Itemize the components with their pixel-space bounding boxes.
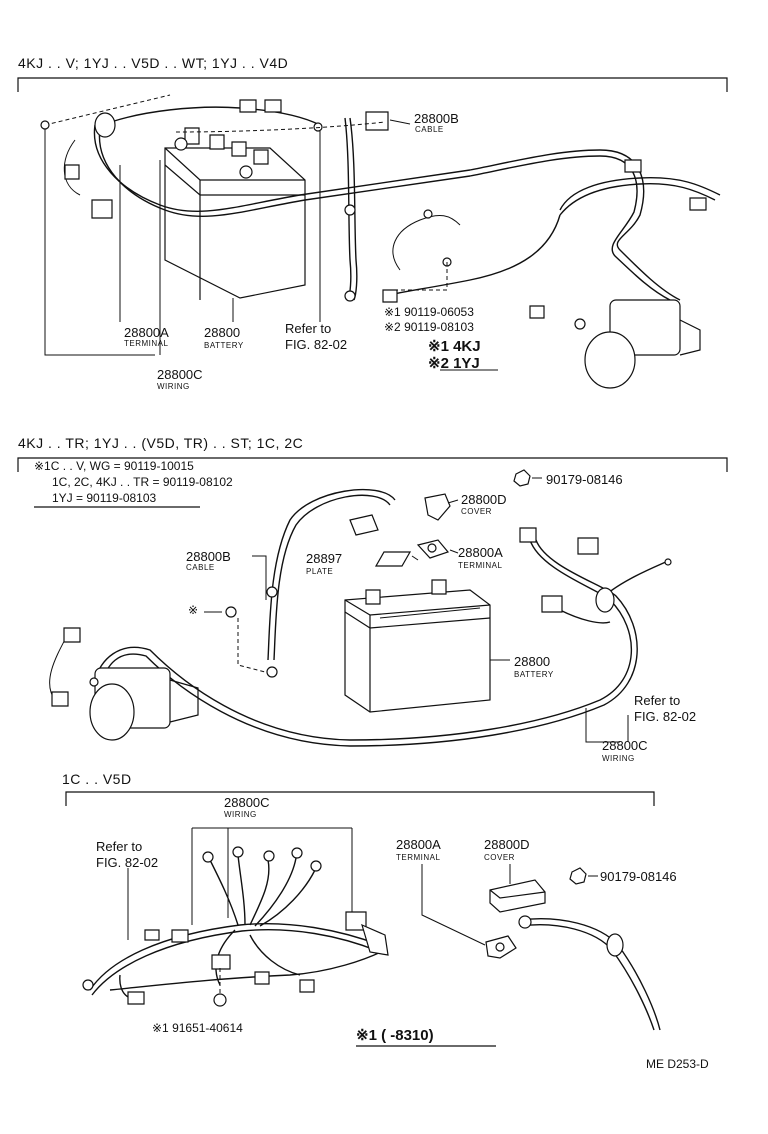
s2-wiring-label: WIRING: [602, 754, 635, 763]
s1-cable-label: CABLE: [415, 125, 444, 134]
section2-terminal: [418, 540, 448, 558]
section1-bolt: [395, 258, 451, 290]
s1-refer-line2: FIG. 82-02: [285, 337, 348, 352]
section2-harness: [50, 528, 671, 746]
section3-header: 1C . . V5D: [62, 771, 132, 787]
s3-terminal-part-number: 28800A: [396, 837, 441, 852]
s2-terminal-label: TERMINAL: [458, 561, 503, 570]
section3-bracket: [66, 792, 654, 1046]
s2-battery-part-number: 28800: [514, 654, 551, 669]
s2-wiring-part-number: 28800C: [602, 738, 648, 753]
s2-refer-line2: FIG. 82-02: [634, 709, 697, 724]
s1-bolt1-callout: ※1 90119-06053: [384, 305, 474, 319]
s1-battery-part-number: 28800: [204, 325, 241, 340]
s2-note2: 1C, 2C, 4KJ . . TR = 90119-08102: [52, 475, 233, 489]
section2-cable: [238, 490, 395, 677]
s1-bolt2-callout: ※2 90119-08103: [384, 320, 474, 334]
section1-battery: [165, 128, 305, 300]
s3-cover-part-number: 28800D: [484, 837, 530, 852]
s1-cable-part-number: 28800B: [414, 111, 459, 126]
section3-leaders: [128, 828, 598, 945]
section2-plate: [376, 552, 410, 566]
section2-starter: [90, 668, 198, 740]
section3-cover: [490, 880, 545, 912]
s1-terminal-part-number: 28800A: [124, 325, 169, 340]
s2-cable-part-number: 28800B: [186, 549, 231, 564]
s3-wiring-part-number: 28800C: [224, 795, 270, 810]
section3-harness: [83, 847, 388, 1006]
s3-refer-line2: FIG. 82-02: [96, 855, 159, 870]
s2-cover-label: COVER: [461, 507, 492, 516]
s2-cover-part-number: 28800D: [461, 492, 507, 507]
section2-bracket: [18, 458, 727, 507]
s2-bolt-mark: ※: [188, 603, 199, 617]
s1-legend1: ※1 4KJ: [428, 338, 481, 355]
section1-starter: [575, 300, 700, 388]
section1-cable: [176, 112, 388, 301]
s2-nut-part-number: 90179-08146: [546, 472, 623, 487]
section1-bracket: [18, 78, 727, 92]
section2-header: 4KJ . . TR; 1YJ . . (V5D, TR) . . ST; 1C…: [18, 435, 304, 451]
s3-terminal-label: TERMINAL: [396, 853, 441, 862]
s2-note1: ※1C . . V, WG = 90119-10015: [34, 459, 194, 473]
section3-terminal-cable: [486, 916, 660, 1030]
s2-cable-label: CABLE: [186, 563, 215, 572]
s3-nut-part-number: 90179-08146: [600, 869, 677, 884]
section2-battery: [345, 580, 490, 712]
s3-clip-callout: ※1 91651-40614: [152, 1021, 243, 1035]
figure-code: ME D253-D: [646, 1057, 709, 1071]
s2-plate-label: PLATE: [306, 567, 334, 576]
s2-refer-line1: Refer to: [634, 693, 681, 708]
section2-cover: [425, 494, 450, 520]
s3-cover-label: COVER: [484, 853, 515, 862]
s1-wiring-part-number: 28800C: [157, 367, 203, 382]
section1-harness: [64, 100, 720, 318]
s1-legend2: ※2 1YJ: [428, 355, 480, 372]
s3-wiring-label: WIRING: [224, 810, 257, 819]
s1-battery-label: BATTERY: [204, 341, 244, 350]
section1-header: 4KJ . . V; 1YJ . . V5D . . WT; 1YJ . . V…: [18, 55, 289, 71]
section2-leaders: [204, 478, 628, 742]
s1-terminal-label: TERMINAL: [124, 339, 169, 348]
section2-nut-and-bolt: [226, 470, 530, 617]
s1-wiring-label: WIRING: [157, 382, 190, 391]
s3-legend: ※1 ( -8310): [356, 1027, 434, 1044]
s2-note3: 1YJ = 90119-08103: [52, 491, 157, 505]
s1-refer-line1: Refer to: [285, 321, 332, 336]
section1-leaders: [41, 95, 498, 370]
s2-battery-label: BATTERY: [514, 670, 554, 679]
s2-terminal-part-number: 28800A: [458, 545, 503, 560]
section3-nut: [570, 868, 586, 884]
s3-refer-line1: Refer to: [96, 839, 143, 854]
s2-plate-part-number: 28897: [306, 551, 343, 566]
